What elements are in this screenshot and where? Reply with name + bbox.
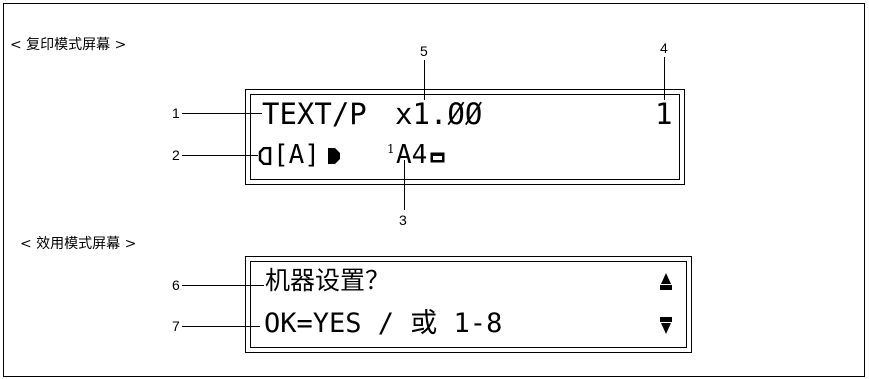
callout-5: 5 — [420, 43, 428, 59]
diagram-frame — [3, 3, 865, 377]
utility-menu-title: 机器设置？ — [265, 266, 391, 295]
paper-landscape-icon — [430, 152, 445, 163]
paper-size: A4 — [396, 140, 428, 170]
zoom-ratio: x1.ØØ — [395, 97, 483, 131]
utility-screen-title: < 效用模式屏幕 > — [20, 236, 137, 252]
copy-screen-title: < 复印模式屏幕 > — [10, 37, 127, 53]
leader-6 — [182, 285, 264, 286]
leader-1 — [182, 113, 262, 114]
paper-tray-number: 1 — [387, 142, 395, 156]
density-lighter-icon — [258, 147, 272, 165]
copy-lcd-inner — [250, 94, 680, 180]
scroll-down-arrow-icon — [660, 317, 672, 334]
callout-2: 2 — [172, 147, 180, 163]
leader-2 — [182, 155, 258, 156]
density-setting: [A] — [273, 140, 320, 170]
leader-7 — [182, 326, 260, 327]
copy-lcd-outer — [245, 89, 685, 185]
utility-lcd-outer — [245, 256, 692, 353]
scroll-up-arrow-icon — [660, 273, 672, 290]
callout-6: 6 — [172, 277, 180, 293]
callout-7: 7 — [172, 318, 180, 334]
leader-3 — [404, 160, 405, 210]
copy-count: 1 — [655, 97, 673, 131]
utility-prompt: OK=YES / 或 1-8 — [264, 308, 503, 339]
callout-4: 4 — [660, 40, 668, 56]
callout-3: 3 — [399, 212, 407, 228]
density-darker-icon — [328, 148, 340, 164]
utility-lcd-inner — [250, 261, 687, 348]
leader-5 — [424, 60, 425, 100]
copy-mode-text: TEXT/P — [262, 97, 367, 131]
leader-4 — [664, 57, 665, 100]
callout-1: 1 — [172, 105, 180, 121]
